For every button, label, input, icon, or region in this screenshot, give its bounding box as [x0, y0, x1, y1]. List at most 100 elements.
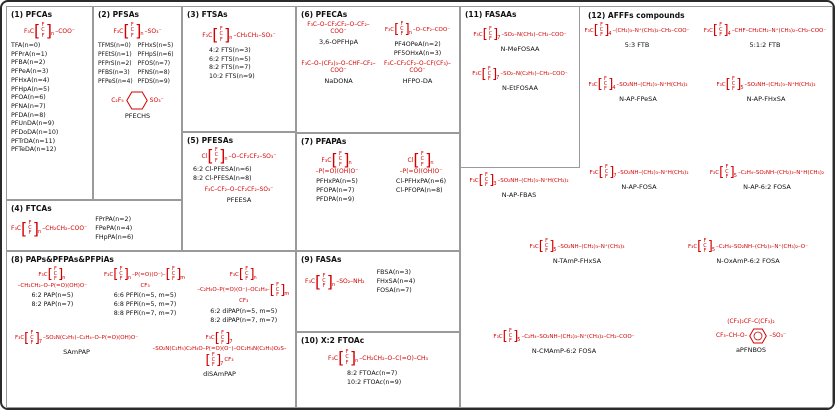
atom-label: C — [345, 354, 349, 361]
atom-label: C — [211, 357, 216, 364]
repeat-count: 4 — [608, 31, 612, 38]
compound-label: 8:2 diPAP(n=7, m=7) — [210, 316, 278, 324]
chain-mid-group: –P(=O)(O⁻)– — [132, 271, 166, 278]
atom-label: C — [171, 271, 176, 278]
chain-end-group: –SO₂–N(CH₃)–CH₂–COO⁻ — [501, 31, 567, 38]
chain-end-group: –SO₃⁻ — [144, 27, 162, 35]
panel-title: (1) PFCAs — [11, 10, 53, 19]
atom-label: F — [719, 32, 723, 39]
compound-label: PFHpS(n=6) — [137, 51, 174, 58]
chain-end-group: –SO₂NH–(CH₂)₃–N⁺H(CH₃)₂ — [616, 81, 688, 88]
structure-hfpo-da: F₃C–CF₂CF₂–O–CF(CF₃)–COO⁻ HFPO-DA — [380, 61, 455, 85]
compound-label: 8:2 PAP(n=7) — [31, 301, 74, 309]
atom-label: F — [345, 349, 349, 356]
bracket-left: [ — [207, 146, 214, 165]
chain-end-group: –CH₂CH₂–SO₃⁻ — [233, 31, 276, 39]
bracket-right: ] — [608, 77, 614, 93]
ftoac-compound-list: 8:2 FTOAc(n=7)10:2 FTOAc(n=9) — [347, 369, 455, 387]
atom-label: F — [725, 174, 729, 181]
repeat-count: 7 — [497, 35, 501, 42]
bracket-right: ] — [58, 267, 64, 283]
atom-label: C — [719, 27, 723, 34]
bracket-right: ] — [549, 239, 555, 255]
chain-head-group: F₃C — [473, 31, 483, 38]
bracket-right: ] — [492, 66, 498, 82]
compound-label: 6:2 FTS(n=5) — [209, 55, 251, 63]
compound-label: 8:2 FTS(n=7) — [209, 64, 251, 72]
compound-label: PFDoDA(n=10) — [11, 129, 59, 137]
atom-label: C — [30, 334, 34, 341]
atom-label: F — [487, 76, 491, 83]
bracket-left: [ — [269, 282, 275, 298]
atom-label: F — [322, 283, 326, 290]
bracket-right: ] — [349, 348, 357, 367]
compound-label: PFHxPA(n=5) — [316, 178, 358, 185]
dipap-labels: 6:2 diPAP(n=5, m=5)8:2 diPAP(n=7, m=7) — [210, 307, 277, 325]
bracket-left: [ — [719, 165, 725, 181]
bracket-right: ] — [249, 267, 255, 283]
bracket-left: [ — [478, 173, 484, 189]
cyclohexane-ring-icon — [125, 91, 148, 110]
bracket-right: ] — [176, 267, 182, 283]
bracket-left: [ — [24, 331, 30, 347]
atom-label: C — [322, 277, 326, 284]
pap-labels: 6:2 PAP(n=5)8:2 PAP(n=7) — [31, 291, 73, 309]
atom-label: F — [28, 230, 32, 237]
chain-end-group: –SO₂NH–(CH₂)₃–N⁺H(CH₃)₂ — [744, 81, 816, 88]
bracket-left: [ — [593, 23, 599, 39]
bracket-left: [ — [331, 150, 338, 169]
chain-head-group: F₃C — [38, 271, 48, 278]
panel-title: (9) FASAs — [301, 255, 342, 264]
repeat-count: m — [284, 290, 290, 297]
atom-label: F — [172, 276, 175, 283]
atom-label: F — [732, 76, 735, 82]
repeat-count: n — [229, 35, 233, 41]
bracket-right: ] — [280, 282, 286, 298]
repeat-count: 4 — [727, 31, 731, 38]
atom-label: F — [219, 36, 223, 43]
atom-label: F — [276, 281, 279, 288]
bracket-right: ] — [723, 23, 729, 39]
atom-label: F — [485, 182, 488, 189]
atom-label: F — [214, 157, 218, 164]
pf4opea-labels: PF4OPeA(n=2)PF5OHxA(n=3) — [394, 40, 441, 58]
chain-head-group: F₃C — [589, 169, 599, 176]
atom-label: C — [604, 169, 609, 176]
atom-label: F — [719, 22, 723, 28]
chain-head-group: F₃C — [23, 27, 35, 35]
apfnbos-sulfonate-formula: –SO₃⁻ — [769, 332, 786, 339]
bracket-left: [ — [502, 329, 508, 345]
compound-label: 8:2 Cl-PFESA(n=8) — [193, 174, 252, 182]
chain-head-group: F₃C — [493, 333, 503, 340]
repeat-count: 7 — [229, 338, 233, 345]
compound-label: FBSA(n=3) — [376, 269, 412, 276]
atom-label: F — [130, 32, 134, 39]
chain-head-group: Cl — [201, 152, 208, 160]
